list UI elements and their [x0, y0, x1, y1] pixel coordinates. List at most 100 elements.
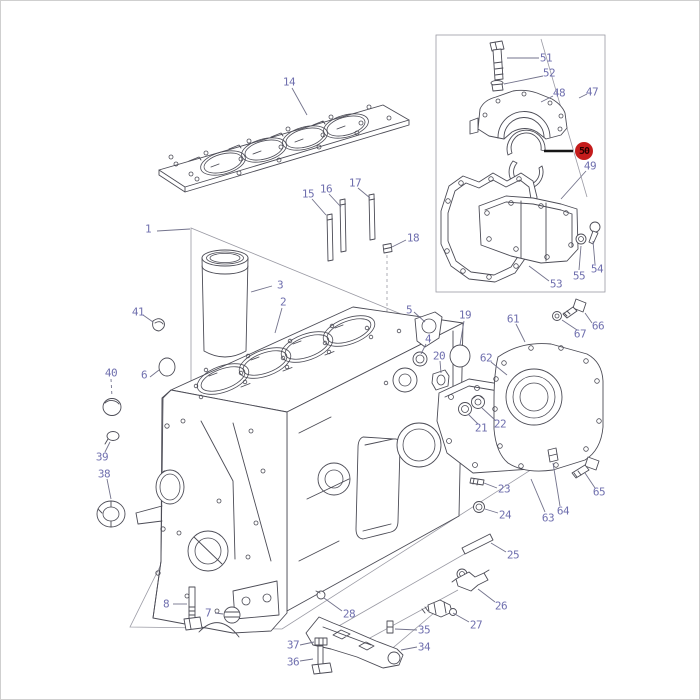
leader-lines: [104, 57, 596, 662]
leader-line-38: [106, 478, 112, 500]
leader-line-65: [584, 472, 596, 489]
part-label-66[interactable]: 66: [591, 319, 605, 333]
part-label-62[interactable]: 62: [479, 351, 493, 365]
part-label-38[interactable]: 38: [97, 467, 111, 481]
leader-line-47: [578, 93, 588, 99]
part-label-23[interactable]: 23: [497, 482, 511, 496]
part-label-3[interactable]: 3: [276, 278, 284, 292]
leader-line-14: [291, 87, 308, 116]
leader-line-17: [357, 187, 371, 199]
part-label-28[interactable]: 28: [342, 607, 356, 621]
bolt-65-pin-64-drawing: [547, 447, 600, 479]
part-label-64[interactable]: 64: [556, 504, 570, 518]
leader-line-40: [110, 378, 113, 398]
part-label-55[interactable]: 55: [572, 269, 586, 283]
leader-line-26: [477, 588, 496, 603]
part-label-21[interactable]: 21: [474, 421, 488, 435]
part-label-17[interactable]: 17: [348, 176, 362, 190]
cylinder-liner-drawing: [201, 249, 249, 358]
leader-line-52: [503, 75, 544, 85]
flywheel-housing-drawing: [492, 343, 604, 472]
head-gasket-drawing: [158, 104, 410, 193]
part-label-14[interactable]: 14: [282, 75, 296, 89]
leader-line-64: [552, 462, 561, 507]
part-label-26[interactable]: 26: [494, 599, 508, 613]
leader-line-19: [459, 320, 465, 346]
part-label-51[interactable]: 51: [539, 51, 553, 65]
part-label-24[interactable]: 24: [498, 508, 512, 522]
oil-pan-bracket-drawing: [305, 616, 404, 675]
part-label-47[interactable]: 47: [585, 85, 599, 99]
head-studs-drawing: [326, 193, 376, 262]
part-label-7[interactable]: 7: [204, 606, 212, 620]
part-label-19[interactable]: 19: [458, 308, 472, 322]
leader-line-62: [490, 361, 508, 376]
leader-line-4: [420, 343, 427, 355]
part-label-20[interactable]: 20: [432, 349, 446, 363]
leader-line-20: [439, 360, 442, 374]
leader-line-16: [328, 193, 342, 208]
leader-line-55: [578, 245, 582, 271]
part-label-27[interactable]: 27: [469, 618, 483, 632]
leader-line-15: [311, 198, 327, 216]
leader-line-2: [274, 307, 283, 334]
leader-line-21: [467, 413, 479, 425]
part-label-34[interactable]: 34: [417, 640, 431, 654]
part-label-63[interactable]: 63: [541, 511, 555, 525]
leader-line-63: [530, 478, 546, 513]
part-label-67[interactable]: 67: [573, 327, 587, 341]
leader-line-36: [299, 658, 314, 662]
leader-line-48: [540, 95, 554, 103]
part-label-36[interactable]: 36: [286, 655, 300, 669]
leader-line-18: [391, 239, 407, 248]
part-label-22[interactable]: 22: [493, 417, 507, 431]
leader-line-7: [214, 612, 224, 615]
part-label-65[interactable]: 65: [592, 485, 606, 499]
part-label-50-highlighted[interactable]: 50: [575, 142, 593, 160]
part-label-54[interactable]: 54: [590, 262, 604, 276]
leader-line-6: [149, 369, 160, 378]
leader-line-23: [483, 482, 498, 489]
part-label-41[interactable]: 41: [131, 305, 145, 319]
leader-line-39: [104, 441, 111, 453]
part-label-40[interactable]: 40: [104, 366, 118, 380]
part-label-25[interactable]: 25: [506, 548, 520, 562]
leader-line-5: [413, 311, 426, 323]
leader-line-24: [484, 508, 499, 514]
leader-line-49: [560, 170, 587, 200]
part-label-18[interactable]: 18: [406, 231, 420, 245]
leader-line-66: [584, 312, 593, 324]
part-label-5[interactable]: 5: [405, 303, 413, 317]
leader-line-3: [250, 285, 273, 293]
part-label-1[interactable]: 1: [144, 222, 152, 236]
part-label-16[interactable]: 16: [319, 182, 333, 196]
inset-box: [435, 34, 606, 293]
leader-line-67: [561, 319, 578, 331]
leader-line-1: [156, 228, 191, 232]
part-label-8[interactable]: 8: [162, 597, 170, 611]
part-label-15[interactable]: 15: [301, 187, 315, 201]
leader-line-54: [592, 240, 596, 265]
leader-line-27: [452, 612, 470, 623]
part-label-37[interactable]: 37: [286, 638, 300, 652]
part-label-35[interactable]: 35: [417, 623, 431, 637]
leader-line-25: [490, 542, 507, 553]
part-label-48[interactable]: 48: [552, 86, 566, 100]
engine-block-drawing: [135, 306, 464, 638]
part-label-6[interactable]: 6: [140, 368, 148, 382]
bolt-66-67-drawing: [552, 298, 587, 321]
part-label-49[interactable]: 49: [583, 159, 597, 173]
leader-line-35: [394, 628, 418, 631]
part-label-61[interactable]: 61: [506, 312, 520, 326]
leader-line-41: [142, 314, 154, 323]
part-label-39[interactable]: 39: [95, 450, 109, 464]
part-label-2[interactable]: 2: [279, 295, 287, 309]
leader-line-53: [528, 265, 550, 282]
part-label-4[interactable]: 4: [424, 332, 432, 346]
part-label-53[interactable]: 53: [549, 277, 563, 291]
front-lower-parts: [96, 318, 241, 631]
leader-line-28: [323, 597, 343, 612]
part-label-52[interactable]: 52: [542, 66, 556, 80]
